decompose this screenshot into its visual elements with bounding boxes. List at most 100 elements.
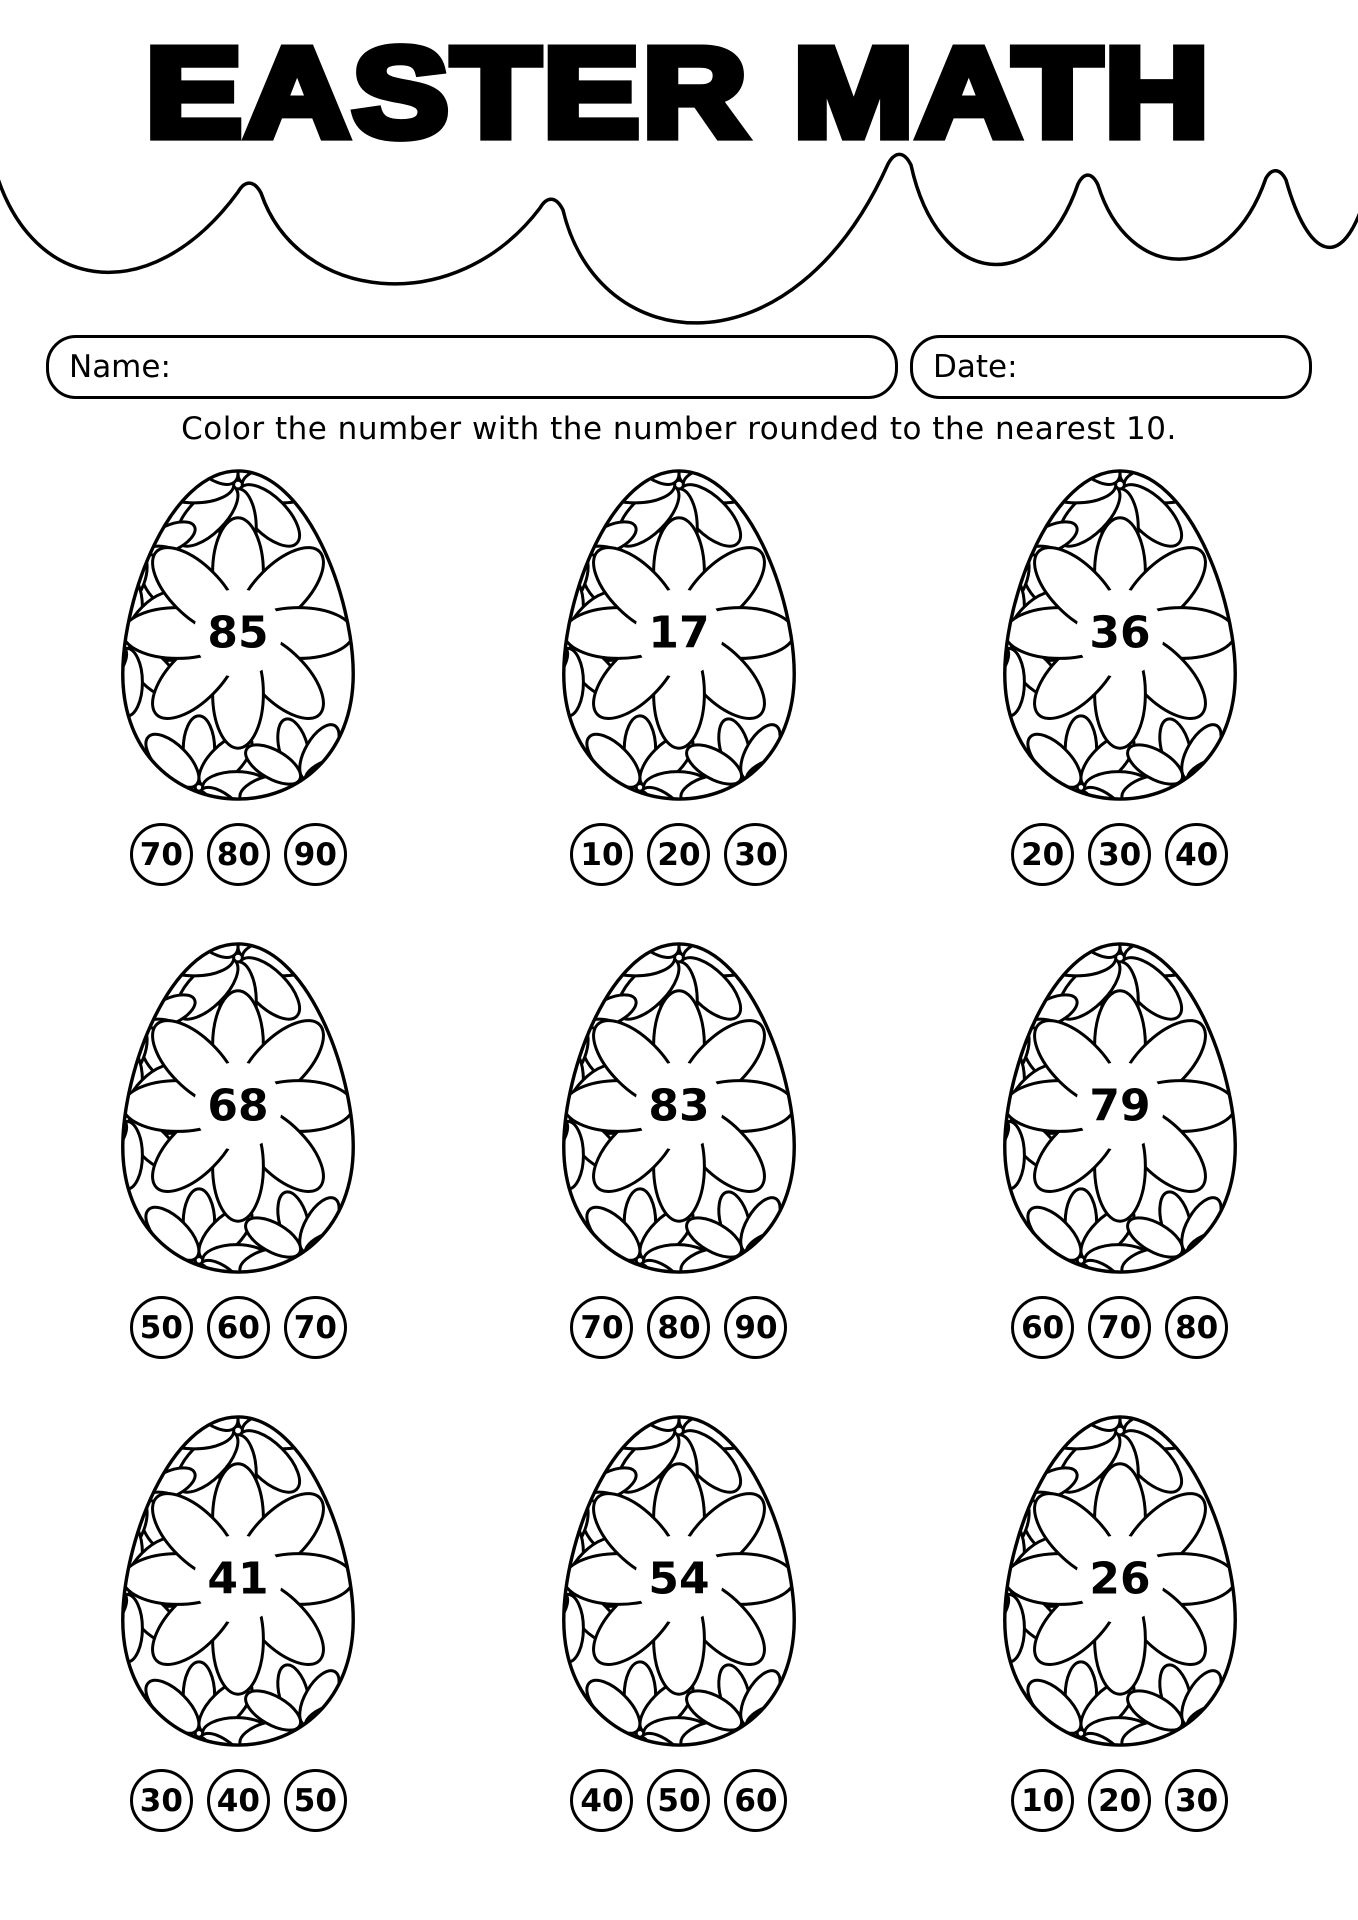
option-label: 70 (139, 836, 183, 873)
egg-number: 41 (208, 1554, 269, 1605)
option-circle[interactable]: 70 (570, 1296, 634, 1359)
option-circle[interactable]: 70 (283, 1296, 347, 1359)
option-label: 70 (580, 1309, 624, 1346)
option-circle[interactable]: 40 (570, 1769, 634, 1832)
option-label: 70 (293, 1309, 337, 1346)
option-circle[interactable]: 30 (724, 823, 788, 886)
easter-egg[interactable]: 17 (554, 461, 804, 807)
option-circle[interactable]: 70 (1088, 1296, 1152, 1359)
flower-center (1075, 589, 1164, 677)
egg-number: 26 (1089, 1554, 1150, 1605)
option-circle[interactable]: 50 (647, 1769, 711, 1832)
option-circle[interactable]: 10 (1011, 1769, 1075, 1832)
option-circle[interactable]: 30 (1088, 823, 1152, 886)
problem-cell: 26 10 20 30 (899, 1407, 1340, 1832)
egg-number: 83 (648, 1081, 709, 1132)
easter-egg[interactable]: 79 (995, 934, 1245, 1280)
options-row: 30 40 50 (129, 1769, 347, 1832)
flower-center (635, 1535, 723, 1623)
option-label: 90 (734, 1309, 778, 1346)
cloud-scallop-path (0, 152, 1358, 325)
option-circle[interactable]: 60 (1011, 1296, 1075, 1359)
date-field[interactable]: Date: (910, 335, 1312, 399)
flower-center (635, 1062, 723, 1150)
egg-number: 17 (648, 608, 709, 659)
option-circle[interactable]: 60 (724, 1769, 788, 1832)
option-circle[interactable]: 80 (1165, 1296, 1229, 1359)
easter-egg[interactable]: 85 (113, 461, 363, 807)
option-circle[interactable]: 90 (283, 823, 347, 886)
egg-number: 85 (208, 608, 269, 659)
option-label: 40 (1175, 836, 1219, 873)
easter-egg[interactable]: 68 (113, 934, 363, 1280)
option-circle[interactable]: 90 (724, 1296, 788, 1359)
option-circle[interactable]: 80 (647, 1296, 711, 1359)
easter-egg[interactable]: 83 (554, 934, 804, 1280)
problem-cell: 68 50 60 70 (18, 934, 459, 1359)
option-circle[interactable]: 40 (1165, 823, 1229, 886)
flower-center (1075, 1535, 1164, 1623)
option-label: 60 (1021, 1309, 1065, 1346)
option-label: 30 (139, 1782, 183, 1819)
flower-center (194, 1535, 283, 1623)
option-label: 20 (1021, 836, 1065, 873)
problem-cell: 85 70 80 90 (18, 461, 459, 886)
problem-cell: 83 70 80 90 (459, 934, 900, 1359)
egg-number: 79 (1089, 1081, 1150, 1132)
option-label: 20 (1098, 1782, 1142, 1819)
option-label: 70 (1098, 1309, 1142, 1346)
option-label: 60 (216, 1309, 260, 1346)
option-label: 90 (293, 836, 337, 873)
flower-center (635, 589, 723, 677)
option-circle[interactable]: 50 (283, 1769, 347, 1832)
option-circle[interactable]: 20 (1011, 823, 1075, 886)
problem-cell: 79 60 70 80 (899, 934, 1340, 1359)
easter-egg[interactable]: 36 (995, 461, 1245, 807)
worksheet-grid: 85 70 80 90 (0, 461, 1358, 1832)
option-label: 60 (734, 1782, 778, 1819)
option-circle[interactable]: 30 (129, 1769, 193, 1832)
option-circle[interactable]: 80 (206, 823, 270, 886)
easter-egg[interactable]: 26 (995, 1407, 1245, 1753)
option-circle[interactable]: 10 (570, 823, 634, 886)
option-label: 40 (216, 1782, 260, 1819)
options-row: 10 20 30 (1011, 1769, 1229, 1832)
option-label: 40 (580, 1782, 624, 1819)
option-label: 50 (657, 1782, 701, 1819)
problem-cell: 41 30 40 50 (18, 1407, 459, 1832)
date-label: Date: (933, 349, 1018, 385)
option-label: 80 (1175, 1309, 1219, 1346)
option-circle[interactable]: 70 (129, 823, 193, 886)
option-circle[interactable]: 40 (206, 1769, 270, 1832)
option-circle[interactable]: 50 (129, 1296, 193, 1359)
option-label: 80 (657, 1309, 701, 1346)
cloud-border (0, 140, 1358, 325)
option-label: 10 (580, 836, 624, 873)
option-circle[interactable]: 30 (1165, 1769, 1229, 1832)
page-title: EASTER MATH (141, 22, 1214, 164)
option-label: 80 (216, 836, 260, 873)
header-fields: Name: Date: (46, 335, 1312, 399)
option-label: 30 (1175, 1782, 1219, 1819)
name-field[interactable]: Name: (46, 335, 898, 399)
options-row: 50 60 70 (129, 1296, 347, 1359)
name-label: Name: (69, 349, 171, 385)
options-row: 60 70 80 (1011, 1296, 1229, 1359)
option-circle[interactable]: 60 (206, 1296, 270, 1359)
easter-egg[interactable]: 41 (113, 1407, 363, 1753)
option-circle[interactable]: 20 (1088, 1769, 1152, 1832)
option-label: 30 (1098, 836, 1142, 873)
option-label: 10 (1021, 1782, 1065, 1819)
egg-number: 68 (208, 1081, 269, 1132)
flower-center (1075, 1062, 1164, 1150)
egg-number: 54 (648, 1554, 709, 1605)
flower-center (194, 589, 283, 677)
problem-cell: 54 40 50 60 (459, 1407, 900, 1832)
option-circle[interactable]: 20 (647, 823, 711, 886)
option-label: 50 (139, 1309, 183, 1346)
options-row: 40 50 60 (570, 1769, 788, 1832)
option-label: 20 (657, 836, 701, 873)
options-row: 10 20 30 (570, 823, 788, 886)
easter-egg[interactable]: 54 (554, 1407, 804, 1753)
